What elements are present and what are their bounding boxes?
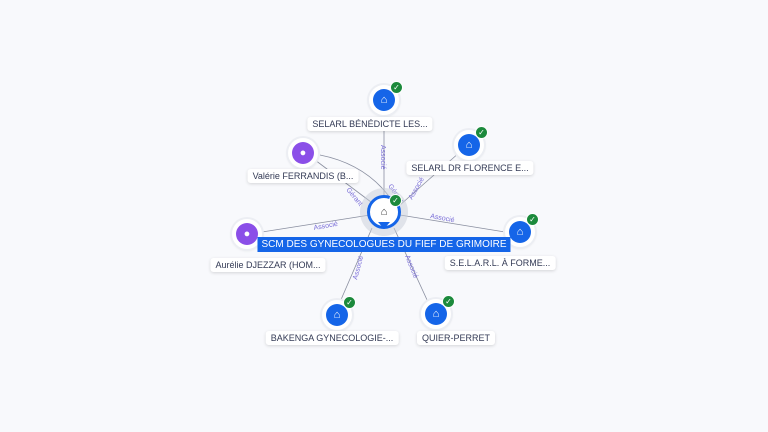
edge-label: Associé [379,145,386,170]
edge-line [399,151,461,206]
verified-check-icon: ✓ [526,213,539,226]
building-icon: ⌂ [509,221,531,243]
node-aurelie[interactable]: ● [232,219,262,249]
center-node-label[interactable]: SCM DES GYNECOLOGUES DU FIEF DE GRIMOIRE [257,237,511,252]
building-icon: ⌂ [326,304,348,326]
verified-check-icon: ✓ [389,194,402,207]
edge-line [261,214,371,233]
person-icon: ● [236,223,258,245]
verified-check-icon: ✓ [343,296,356,309]
edge-label: Associé [430,213,455,224]
edge-label: Associé [408,176,426,201]
verified-check-icon: ✓ [475,126,488,139]
node-label[interactable]: SELARL BÉNÉDICTE LES... [307,117,433,131]
building-icon: ⌂ [425,303,447,325]
verified-check-icon: ✓ [390,81,403,94]
node-label[interactable]: Valérie FERRANDIS (B... [247,169,359,183]
node-label[interactable]: SELARL DR FLORENCE E... [406,161,534,175]
edge-label: Associé [403,254,419,279]
node-quier-perret[interactable]: ⌂✓ [421,295,455,329]
node-bakenga[interactable]: ⌂✓ [322,296,356,330]
verified-check-icon: ✓ [442,295,455,308]
node-valerie[interactable]: ● [288,138,318,168]
node-label[interactable]: BAKENGA GYNECOLOGIE-... [265,331,399,345]
node-label[interactable]: Aurélie DJEZZAR (HOM... [210,258,326,272]
node-selarl-forme[interactable]: ⌂✓ [505,213,539,247]
node-selarl-florence[interactable]: ⌂✓ [454,126,488,160]
node-label[interactable]: QUIER-PERRET [416,331,496,345]
node-label[interactable]: S.E.L.A.R.L. À FORME... [444,256,556,270]
building-icon: ⌂ [458,134,480,156]
building-icon: ⌂✓ [367,194,402,229]
center-node[interactable]: ⌂✓ [360,188,408,236]
building-icon: ⌂ [373,89,395,111]
edge-line [399,214,506,233]
person-icon: ● [292,142,314,164]
edge-label: Associé [352,255,365,281]
node-selarl-benedicte[interactable]: ⌂✓ [369,81,403,115]
edge-label: Associé [313,221,338,232]
